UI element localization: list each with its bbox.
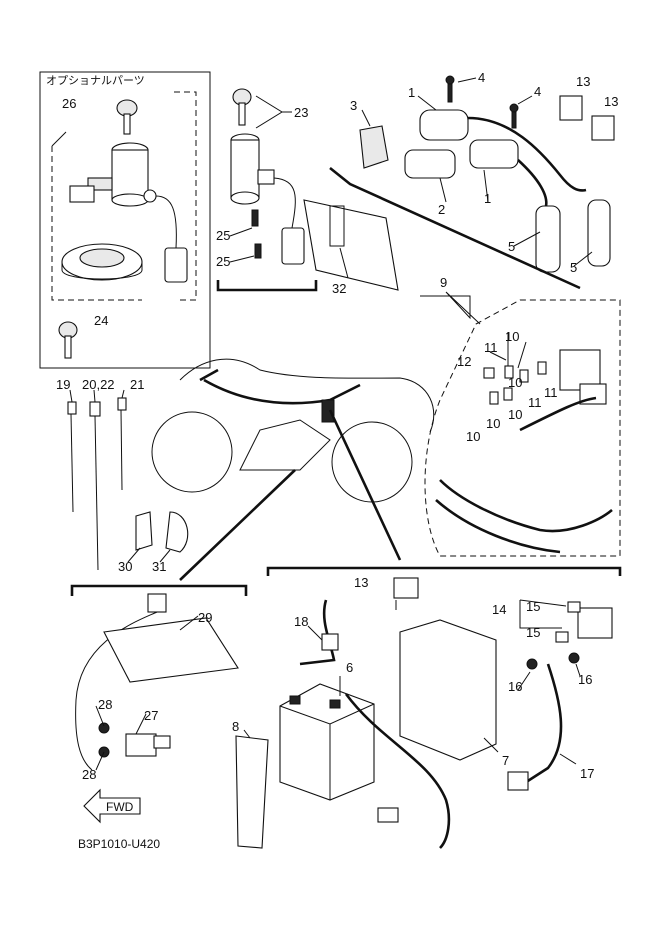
- callout-5a: 5: [508, 239, 515, 254]
- callout-29: 29: [198, 610, 212, 625]
- callout-10d: 10: [486, 416, 500, 431]
- callout-31: 31: [152, 559, 166, 574]
- main-switch-group: [216, 88, 399, 292]
- callout-18: 18: [294, 614, 308, 629]
- callout-10a: 10: [505, 329, 519, 344]
- key-24: [58, 321, 78, 359]
- callout-16b: 16: [578, 672, 592, 687]
- fwd-label: FWD: [106, 800, 134, 814]
- fuse-box-detail: [424, 299, 621, 557]
- callout-12: 12: [457, 354, 471, 369]
- ties-and-clamps: [67, 397, 189, 571]
- callout-9: 9: [440, 275, 447, 290]
- callout-25a: 25: [216, 228, 230, 243]
- callout-13c: 13: [354, 575, 368, 590]
- callout-21: 21: [130, 377, 144, 392]
- battery-group: [179, 368, 622, 849]
- motorcycle-outline: [151, 358, 435, 503]
- key-26: [116, 99, 138, 135]
- callout-1a: 1: [408, 85, 415, 100]
- callout-20-22: 20,22: [82, 377, 115, 392]
- callout-23: 23: [294, 105, 308, 120]
- callout-13a: 13: [576, 74, 590, 89]
- callout-6: 6: [346, 660, 353, 675]
- callout-11c: 11: [528, 395, 542, 410]
- callout-24: 24: [94, 313, 108, 328]
- callout-7: 7: [502, 753, 509, 768]
- callout-10b: 10: [508, 375, 522, 390]
- callout-3: 3: [350, 98, 357, 113]
- callout-28a: 28: [98, 697, 112, 712]
- callout-26: 26: [62, 96, 76, 111]
- callout-13b: 13: [604, 94, 618, 109]
- callout-10e: 10: [466, 429, 480, 444]
- callout-numbers: 26 24 23 25 25 32 3 1 4 4 13 13 2 1 5 5 …: [56, 70, 618, 782]
- callout-14: 14: [492, 602, 506, 617]
- callout-5b: 5: [570, 260, 577, 275]
- rear-harness-group: FWD: [70, 584, 248, 824]
- callout-15b: 15: [526, 625, 540, 640]
- callout-30: 30: [118, 559, 132, 574]
- callout-8: 8: [232, 719, 239, 734]
- fwd-arrow-icon: [83, 788, 141, 824]
- optional-parts-title: オプショナルパーツ: [46, 74, 145, 87]
- callout-1b: 1: [484, 191, 491, 206]
- callout-10c: 10: [508, 407, 522, 422]
- callout-11b: 11: [544, 385, 558, 400]
- diagram-code: B3P1010-U420: [78, 837, 160, 851]
- callout-28b: 28: [82, 767, 96, 782]
- callout-15a: 15: [526, 599, 540, 614]
- leader-lines: [69, 77, 593, 771]
- callout-32: 32: [332, 281, 346, 296]
- callout-25b: 25: [216, 254, 230, 269]
- ignition-coil-group: [329, 75, 615, 290]
- callout-4a: 4: [478, 70, 485, 85]
- callout-4b: 4: [534, 84, 541, 99]
- callout-27: 27: [144, 708, 158, 723]
- callout-11a: 11: [484, 340, 498, 355]
- optional-parts-box: オプショナルパーツ: [39, 71, 211, 369]
- optional-fuel-cap: [61, 243, 143, 281]
- callout-16a: 16: [508, 679, 522, 694]
- callout-2: 2: [438, 202, 445, 217]
- callout-17: 17: [580, 766, 594, 781]
- optional-main-switch: [69, 142, 188, 283]
- callout-19: 19: [56, 377, 70, 392]
